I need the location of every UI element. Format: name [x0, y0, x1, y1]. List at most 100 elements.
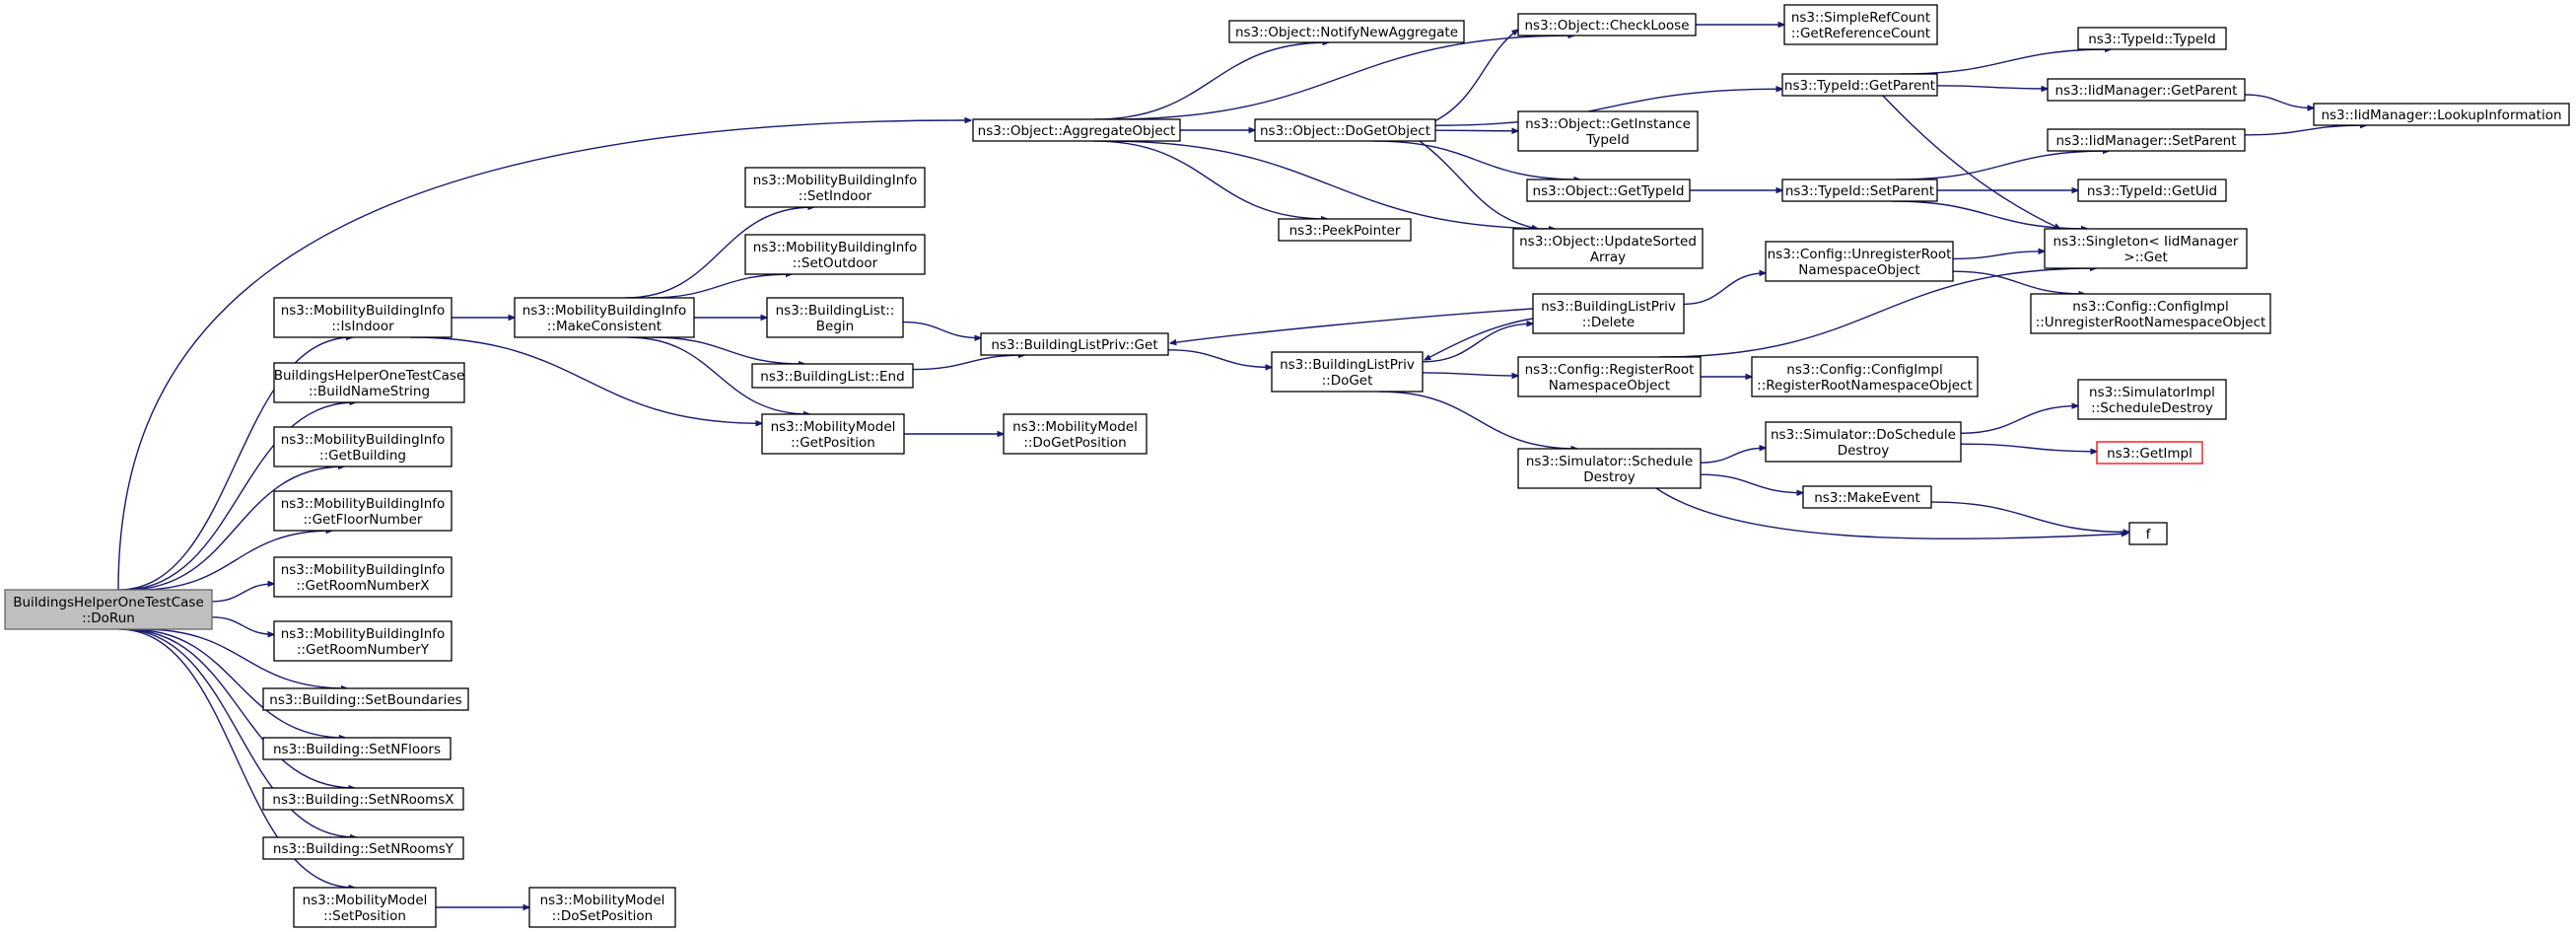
call-edge-root-to-setPosition — [118, 628, 354, 888]
call-edge-doGetObject-to-checkLoose — [1433, 30, 1518, 122]
node-singletonGet[interactable]: ns3::Singleton< IidManager >::Get — [2044, 228, 2248, 269]
node-label: ::Delete — [1582, 315, 1635, 330]
node-label: ns3::Simulator::DoSchedule — [1771, 427, 1956, 443]
call-edge-doGetObject-to-typeIdGetParent — [1434, 89, 1782, 126]
node-box — [2044, 228, 2248, 269]
node-buildName[interactable]: BuildingsHelperOneTestCase::BuildNameStr… — [273, 362, 465, 403]
node-label: ns3::MobilityModel — [771, 419, 896, 435]
call-edge-blpDoGet-to-blpDelete — [1422, 323, 1533, 363]
node-label: ns3::BuildingList::End — [760, 369, 904, 385]
call-edge-root-to-setBoundaries — [142, 628, 347, 688]
node-label: ns3::MobilityModel — [540, 893, 665, 908]
call-edge-registerRoot-to-singletonGet — [1658, 268, 2097, 358]
node-setNRoomsY[interactable]: ns3::Building::SetNRoomsY — [262, 836, 464, 860]
node-checkLoose[interactable]: ns3::Object::CheckLoose — [1517, 13, 1697, 36]
node-setBoundaries[interactable]: ns3::Building::SetBoundaries — [262, 687, 469, 711]
node-label: ns3::Object::CheckLoose — [1524, 18, 1689, 34]
node-peekPointer[interactable]: ns3::PeekPointer — [1278, 218, 1412, 242]
node-label: ns3::MakeEvent — [1814, 490, 1920, 506]
node-getPosition[interactable]: ns3::MobilityModel::GetPosition — [761, 413, 905, 455]
node-label: ns3::Object::GetTypeId — [1533, 183, 1685, 199]
call-edge-doScheduleDestroy-to-getImpl — [1960, 443, 2097, 452]
node-getRefCount[interactable]: ns3::SimpleRefCount::GetReferenceCount — [1783, 4, 1938, 45]
node-iidSetParent[interactable]: ns3::IidManager::SetParent — [2047, 128, 2246, 152]
node-makeEvent[interactable]: ns3::MakeEvent — [1802, 485, 1932, 509]
node-box — [751, 363, 914, 389]
node-getRoomY[interactable]: ns3::MobilityBuildingInfo::GetRoomNumber… — [273, 620, 453, 662]
node-blpDoGet[interactable]: ns3::BuildingListPriv::DoGet — [1271, 351, 1424, 393]
node-getFloor[interactable]: ns3::MobilityBuildingInfo::GetFloorNumbe… — [273, 490, 453, 532]
node-unregisterRoot[interactable]: ns3::Config::UnregisterRootNamespaceObje… — [1765, 241, 1954, 282]
call-edge-root-to-setNRoomsY — [120, 628, 357, 837]
node-makeConsistent[interactable]: ns3::MobilityBuildingInfo::MakeConsisten… — [514, 297, 695, 338]
node-label: ns3::Object::NotifyNewAggregate — [1235, 25, 1458, 40]
call-edge-typeIdSetParent-to-iidSetParent — [1897, 151, 2109, 180]
node-blpGet[interactable]: ns3::BuildingListPriv::Get — [980, 332, 1169, 356]
node-setOutdoor[interactable]: ns3::MobilityBuildingInfo::SetOutdoor — [744, 234, 926, 275]
node-doGetObject[interactable]: ns3::Object::DoGetObject — [1254, 118, 1436, 142]
node-box — [2047, 128, 2246, 152]
node-getBuilding[interactable]: ns3::MobilityBuildingInfo::GetBuilding — [273, 426, 453, 467]
node-setNRoomsX[interactable]: ns3::Building::SetNRoomsX — [262, 787, 464, 811]
node-label: ns3::MobilityBuildingInfo — [281, 562, 446, 578]
node-setPosition[interactable]: ns3::MobilityModel::SetPosition — [293, 887, 437, 928]
call-edge-root-to-setNRoomsX — [124, 628, 354, 788]
node-iidGetParent[interactable]: ns3::IidManager::GetParent — [2047, 78, 2246, 102]
function-nodes: BuildingsHelperOneTestCase::DoRunns3::Mo… — [4, 4, 2570, 928]
node-doSetPosition[interactable]: ns3::MobilityModel::DoSetPosition — [528, 887, 676, 928]
call-edge-aggregate-to-updateSorted — [1105, 140, 1556, 229]
node-registerRoot[interactable]: ns3::Config::RegisterRootNamespaceObject — [1517, 356, 1702, 397]
node-blBegin[interactable]: ns3::BuildingList::Begin — [766, 297, 904, 338]
node-isIndoor[interactable]: ns3::MobilityBuildingInfo::IsIndoor — [273, 297, 453, 338]
node-getRoomX[interactable]: ns3::MobilityBuildingInfo::GetRoomNumber… — [273, 556, 453, 598]
node-simImplScheduleDestroy[interactable]: ns3::SimulatorImpl::ScheduleDestroy — [2077, 379, 2227, 420]
node-getImpl[interactable]: ns3::GetImpl — [2096, 441, 2203, 465]
node-label: ns3::Building::SetNFloors — [273, 742, 441, 757]
node-root[interactable]: BuildingsHelperOneTestCase::DoRun — [4, 589, 213, 630]
node-label: ns3::BuildingListPriv::Get — [991, 337, 1157, 353]
node-getTypeId[interactable]: ns3::Object::GetTypeId — [1526, 179, 1691, 202]
node-doGetPosition[interactable]: ns3::MobilityModel::DoGetPosition — [1003, 413, 1148, 455]
node-label: ns3::Object::UpdateSorted — [1519, 234, 1697, 250]
node-scheduleDestroy[interactable]: ns3::Simulator::ScheduleDestroy — [1517, 448, 1702, 489]
node-setNFloors[interactable]: ns3::Building::SetNFloors — [262, 737, 452, 760]
call-edge-typeIdGetParent-to-iidGetParent — [1936, 85, 2048, 89]
node-label: ::SetIndoor — [799, 188, 872, 204]
node-box — [1517, 110, 1699, 152]
call-edge-aggregate-to-peekPointer — [1093, 140, 1327, 219]
node-implRegister[interactable]: ns3::Config::ConfigImpl::RegisterRootNam… — [1751, 356, 1979, 397]
node-typeIdGetParent[interactable]: ns3::TypeId::GetParent — [1781, 73, 1938, 97]
node-label: ::GetBuilding — [319, 448, 406, 464]
node-lookupInfo[interactable]: ns3::IidManager::LookupInformation — [2313, 103, 2570, 126]
node-implUnregister[interactable]: ns3::Config::ConfigImpl::UnregisterRootN… — [2030, 293, 2271, 334]
node-box — [1532, 293, 1685, 334]
node-setIndoor[interactable]: ns3::MobilityBuildingInfo::SetIndoor — [744, 167, 926, 208]
node-box — [2030, 293, 2271, 334]
node-label: ::SetOutdoor — [793, 255, 878, 271]
node-aggregate[interactable]: ns3::Object::AggregateObject — [972, 118, 1181, 142]
node-label: ns3::BuildingListPriv — [1280, 357, 1415, 373]
node-box — [273, 490, 453, 532]
node-label: ns3::BuildingListPriv — [1541, 299, 1676, 315]
call-edge-scheduleDestroy-to-doScheduleDestroy — [1700, 448, 1766, 464]
node-typeIdGetUid[interactable]: ns3::TypeId::GetUid — [2077, 179, 2227, 202]
node-box — [761, 413, 905, 455]
node-label: Destroy — [1583, 469, 1636, 485]
node-box — [2096, 441, 2203, 465]
call-edge-blpDelete-to-blpGet — [1170, 308, 1534, 343]
node-label: ns3::Config::RegisterRoot — [1525, 362, 1695, 378]
node-blEnd[interactable]: ns3::BuildingList::End — [751, 363, 914, 389]
node-label: ns3::Config::UnregisterRoot — [1768, 247, 1952, 262]
node-blpDelete[interactable]: ns3::BuildingListPriv::Delete — [1532, 293, 1685, 334]
node-typeIdTypeId[interactable]: ns3::TypeId::TypeId — [2077, 27, 2227, 50]
node-label: BuildingsHelperOneTestCase — [274, 368, 465, 384]
node-notifyNew[interactable]: ns3::Object::NotifyNewAggregate — [1228, 20, 1465, 43]
node-f[interactable]: f — [2128, 522, 2168, 545]
node-box — [1228, 20, 1465, 43]
node-typeIdSetParent[interactable]: ns3::TypeId::SetParent — [1781, 179, 1938, 202]
node-label: >::Get — [2123, 250, 2167, 265]
